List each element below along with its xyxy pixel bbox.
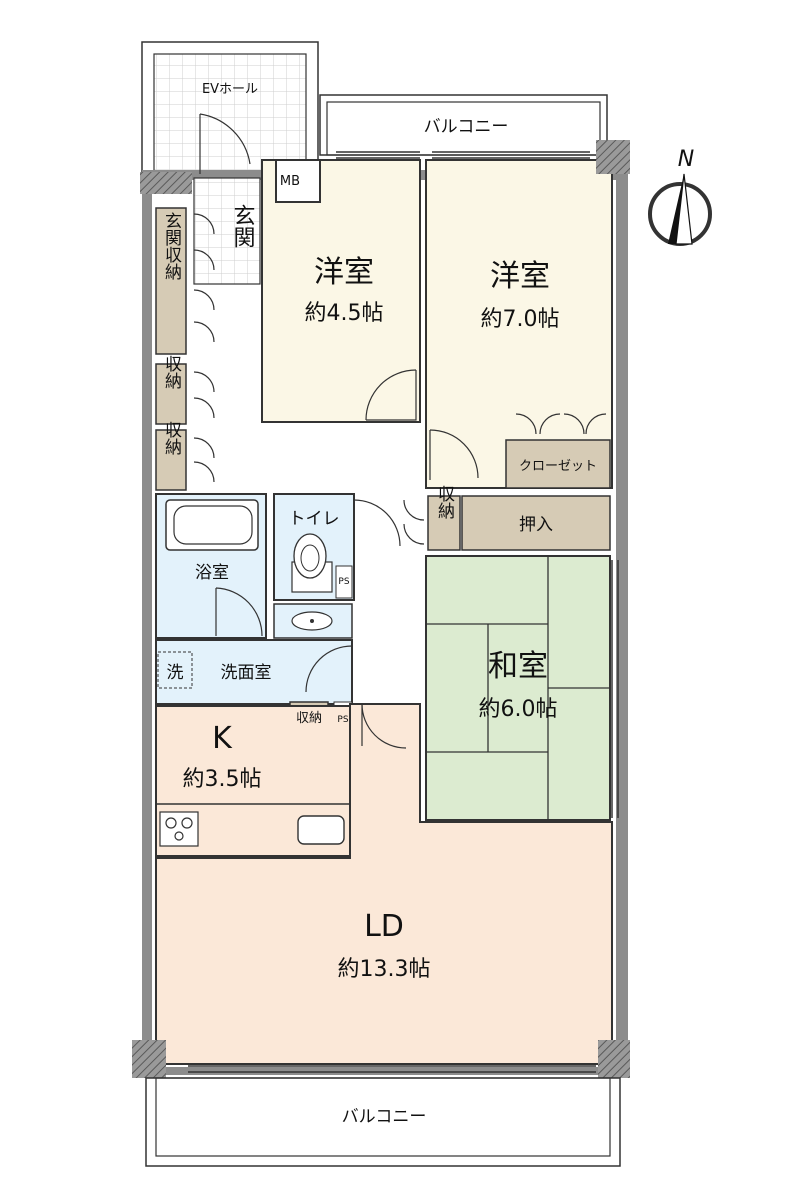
western-a-size: 約4.5帖 bbox=[305, 301, 384, 326]
column-sw bbox=[132, 1040, 166, 1078]
western-b-size: 約7.0帖 bbox=[481, 307, 560, 332]
bathroom-label: 浴室 bbox=[195, 563, 229, 583]
ps-1-label: PS bbox=[338, 577, 349, 587]
stove bbox=[159, 811, 199, 847]
column-ne bbox=[596, 140, 630, 174]
balcony-bottom-label: バルコニー bbox=[342, 1107, 427, 1127]
japanese-label: 和室 bbox=[488, 649, 548, 684]
balcony-top-label: バルコニー bbox=[424, 117, 509, 137]
storage-3-label: 収納 bbox=[434, 485, 455, 520]
washroom bbox=[155, 639, 353, 705]
windows bbox=[188, 151, 619, 1073]
storage-1 bbox=[155, 363, 187, 425]
bathtub bbox=[165, 499, 259, 551]
storage-3 bbox=[427, 495, 461, 551]
toilet-label: トイレ bbox=[289, 509, 340, 529]
storage-4-label: 収納 bbox=[296, 711, 322, 726]
north-arrow-icon bbox=[648, 173, 712, 246]
closet bbox=[505, 439, 611, 489]
ps-2-label: PS bbox=[337, 715, 348, 725]
kitchen-label: K bbox=[212, 721, 233, 756]
oshiire bbox=[461, 495, 611, 551]
ev-hall bbox=[141, 41, 319, 175]
closet-label: クローゼット bbox=[519, 459, 597, 474]
washer-label: 洗 bbox=[167, 663, 184, 683]
entrance-label: 玄関 bbox=[230, 204, 255, 248]
toilet-fixture bbox=[291, 533, 333, 593]
column-nw bbox=[140, 172, 192, 194]
mb-box bbox=[275, 159, 321, 203]
western-room-a bbox=[261, 159, 421, 423]
storage-2-label: 収納 bbox=[161, 421, 182, 456]
entrance-storage-label: 玄関収納 bbox=[161, 212, 182, 281]
entrance-storage bbox=[155, 207, 187, 355]
washroom-label: 洗面室 bbox=[221, 663, 272, 683]
living-dining bbox=[155, 703, 613, 1065]
kitchen-sink bbox=[297, 815, 345, 845]
entrance-floor bbox=[193, 177, 261, 285]
balcony-top bbox=[319, 94, 608, 156]
ld-size: 約13.3帖 bbox=[338, 957, 431, 982]
western-b-label: 洋室 bbox=[490, 259, 550, 294]
washer-space bbox=[157, 651, 193, 689]
western-a-label: 洋室 bbox=[314, 255, 374, 290]
ld-label: LD bbox=[364, 909, 404, 944]
japanese-size: 約6.0帖 bbox=[479, 697, 558, 722]
mb-label: MB bbox=[280, 174, 300, 189]
ev-hall-label: EVホール bbox=[202, 82, 258, 97]
storage-2 bbox=[155, 429, 187, 491]
door-swings bbox=[193, 113, 607, 749]
balcony-bottom bbox=[145, 1077, 621, 1167]
column-se bbox=[598, 1040, 630, 1078]
oshiire-label: 押入 bbox=[519, 515, 553, 535]
ps-shaft-1 bbox=[335, 565, 353, 599]
north-label: N bbox=[678, 147, 694, 172]
kitchen-size: 約3.5帖 bbox=[183, 767, 262, 792]
storage-1-label: 収納 bbox=[161, 355, 182, 390]
japanese-room bbox=[425, 555, 611, 821]
